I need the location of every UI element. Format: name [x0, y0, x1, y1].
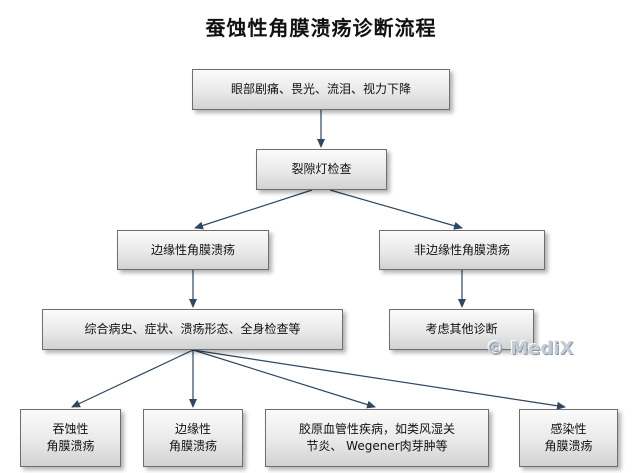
- node-symptoms: 眼部剧痛、畏光、流泪、视力下降: [192, 69, 450, 110]
- node-mooren-ulcer-label: 吞蚀性 角膜溃疡: [46, 422, 95, 453]
- edge-comprehensive-collagen: [192, 349, 376, 409]
- edge-comprehensive-mooren: [71, 349, 194, 408]
- node-mooren-ulcer: 吞蚀性 角膜溃疡: [20, 409, 121, 467]
- node-non-marginal-ulcer-label: 非边缘性角膜溃疡: [413, 242, 510, 257]
- edge-comprehensive-infectious: [192, 349, 566, 410]
- node-marginal-ulcer-type: 边缘性角膜溃疡: [117, 230, 269, 270]
- node-other-diagnosis: 考虑其他诊断: [389, 309, 534, 350]
- watermark-medix: © MediX: [486, 338, 574, 359]
- node-slit-lamp-label: 裂隙灯检查: [291, 162, 352, 176]
- node-marginal-ulcer-type-label: 边缘性角膜溃疡: [150, 242, 235, 257]
- node-slit-lamp: 裂隙灯检查: [256, 149, 387, 190]
- node-comprehensive-exam: 综合病史、症状、溃疡形态、全身检查等: [42, 309, 343, 350]
- node-non-marginal-ulcer: 非边缘性角膜溃疡: [379, 230, 545, 270]
- node-collagen-vascular: 胶原血管性疾病，如类风湿关 节炎、 Wegener肉芽肿等: [265, 409, 489, 467]
- node-infectious-ulcer-label: 感染性 角膜溃疡: [544, 422, 593, 453]
- node-marginal-keratitis: 边缘性 角膜溃疡: [143, 409, 243, 467]
- diagram-title: 蚕蚀性角膜溃疡诊断流程: [205, 16, 437, 40]
- node-infectious-ulcer: 感染性 角膜溃疡: [519, 409, 618, 467]
- node-comprehensive-exam-label: 综合病史、症状、溃疡形态、全身检查等: [84, 322, 301, 336]
- node-other-diagnosis-label: 考虑其他诊断: [425, 322, 498, 336]
- node-marginal-keratitis-label: 边缘性 角膜溃疡: [168, 422, 217, 453]
- edge-slitlamp-nonmarginal: [329, 189, 463, 230]
- node-collagen-vascular-label: 胶原血管性疾病，如类风湿关 节炎、 Wegener肉芽肿等: [298, 422, 455, 453]
- node-symptoms-label: 眼部剧痛、畏光、流泪、视力下降: [230, 82, 411, 96]
- edge-slitlamp-marginal: [194, 189, 313, 230]
